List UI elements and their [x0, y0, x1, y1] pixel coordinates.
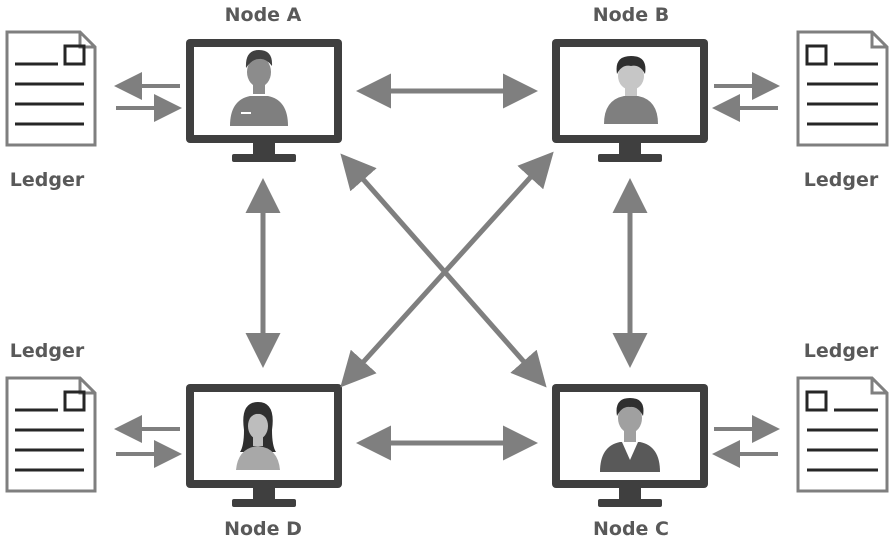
- ledger-document-icon: [796, 30, 889, 147]
- node-b-person-icon: [604, 56, 658, 124]
- ledger-label-top-right: Ledger: [803, 169, 879, 191]
- ledger-document-icon: [5, 30, 97, 147]
- ledger-document-icon: [796, 376, 889, 493]
- node-b-label: Node B: [592, 4, 670, 26]
- node-a-person-icon: [230, 50, 288, 126]
- node-d-person-icon: [236, 402, 280, 470]
- node-d-label: Node D: [224, 518, 302, 540]
- ledger-document-icon: [5, 376, 97, 493]
- ledger-label-bottom-right: Ledger: [803, 340, 879, 362]
- node-a-label: Node A: [224, 4, 302, 26]
- node-c-label: Node C: [593, 518, 669, 540]
- ledger-label-top-left: Ledger: [9, 169, 85, 191]
- ledger-label-bottom-left: Ledger: [9, 340, 85, 362]
- node-c-person-icon: [600, 398, 660, 472]
- arrow-b-d: [340, 151, 554, 388]
